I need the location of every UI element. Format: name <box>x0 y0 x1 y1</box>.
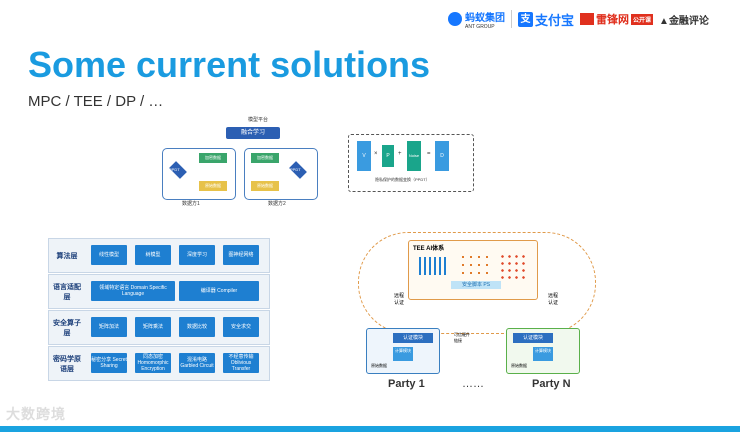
leifeng-text: 雷锋网 <box>596 14 630 26</box>
leifeng-tag: 公开课 <box>631 13 654 25</box>
footer-bar <box>0 426 740 432</box>
auth-module-1: 认证模块 <box>393 333 433 343</box>
federated-learning-diagram: 模型平台 融合学习 PPDT 加密数据 原始数据 加密数据 原始数据 PPDT … <box>160 116 580 210</box>
tee-data-icon <box>419 257 449 275</box>
layer-crypto-primitive: 密码学原语层 秘密分享 Secret Sharing 同态加密 Homomorp… <box>48 346 270 381</box>
party1-label: 数据方1 <box>182 201 200 207</box>
layer-language: 语言适配层 领域特定语言 Domain Specific Language 编译… <box>48 274 270 309</box>
compute-module-1: 计算模块 <box>393 347 413 361</box>
party1-box: 认证模块 计算模块 原始数据 <box>366 328 440 374</box>
layer-label: 语言适配层 <box>53 283 81 301</box>
layer-chip: 同态加密 Homomorphic Encryption <box>135 353 171 373</box>
ppdt-label-2: PPDT <box>290 167 301 172</box>
layer-label: 安全算子层 <box>53 319 81 337</box>
matrix-noise: Noise <box>407 141 421 171</box>
ant-icon <box>448 12 462 26</box>
enc-data-2: 加密数据 <box>251 153 279 163</box>
ppdt-caption: 隐私保护的数据变换（PPDT） <box>375 177 430 182</box>
layer-chip: 图神经网络 <box>223 245 259 265</box>
party2-box: 加密数据 原始数据 PPDT <box>244 148 318 200</box>
op-times: × <box>374 151 378 157</box>
tree-model-icon <box>459 253 489 275</box>
layer-chip: 树模型 <box>135 245 171 265</box>
tee-cloud <box>358 232 596 334</box>
alipay-logo: 支 支付宝 <box>518 10 574 29</box>
ppdt-label-1: PPDT <box>169 167 180 172</box>
layer-chip: 领域特定语言 Domain Specific Language <box>91 281 175 301</box>
crypto-layer-stack: 算法层 线性模型 树模型 深度学习 图神经网络 语言适配层 领域特定语言 Dom… <box>48 238 270 381</box>
ant-group-text: 蚂蚁集团 <box>465 12 505 24</box>
matrix-p: P <box>382 145 394 167</box>
enc-data-1: 加密数据 <box>199 153 227 163</box>
tee-diagram: TEE AI体系 安全脚本 PS 远程认证 远程认证 认证模块 计算模块 原始数… <box>358 232 596 392</box>
raw-data-2: 原始数据 <box>251 181 279 191</box>
layer-chip: 矩阵加法 <box>91 317 127 337</box>
leifeng-logo: 雷锋网 公开课 <box>580 11 654 27</box>
layer-algorithm: 算法层 线性模型 树模型 深度学习 图神经网络 <box>48 238 270 273</box>
compute-module-n: 计算模块 <box>533 347 553 361</box>
layer-label: 算法层 <box>56 252 78 260</box>
layer-chip: 矩阵乘法 <box>135 317 171 337</box>
trusted-hw-label: 可信硬件 链接 <box>454 332 470 343</box>
ant-group-en: ANT GROUP <box>465 23 495 30</box>
party-ellipsis: …… <box>462 378 484 390</box>
party2-label: 数据方2 <box>268 201 286 207</box>
party1-box: PPDT 加密数据 原始数据 <box>162 148 236 200</box>
matrix-v: V <box>357 141 371 171</box>
tee-ai-box: TEE AI体系 安全脚本 PS <box>408 240 538 300</box>
leifeng-icon <box>580 13 595 25</box>
secure-script-box: 安全脚本 PS <box>451 281 501 289</box>
raw-data-1: 原始数据 <box>199 181 227 191</box>
remote-auth-right: 远程认证 <box>548 293 559 306</box>
logo-divider <box>511 10 512 28</box>
jrpl-logo: ▲金融评论 <box>659 15 709 27</box>
matrix-d: D <box>435 141 449 171</box>
layer-chip: 线性模型 <box>91 245 127 265</box>
raw-data-n: 原始数据 <box>511 363 527 368</box>
raw-data-1: 原始数据 <box>371 363 387 368</box>
jrpl-text: 金融评论 <box>668 15 709 27</box>
party1-label: Party 1 <box>388 378 425 390</box>
layer-chip: 不经意传输 Oblivious Transfer <box>223 353 259 373</box>
layer-label: 密码学原语层 <box>53 355 81 373</box>
fed-learning-box: 融合学习 <box>226 127 280 139</box>
layer-chip: 深度学习 <box>179 245 215 265</box>
neural-net-icon <box>499 253 529 281</box>
watermark: 大数跨境 <box>6 406 66 422</box>
layer-chip: 安全求交 <box>223 317 259 337</box>
partyN-label: Party N <box>532 378 571 390</box>
ppdt-transform-box: V × P + Noise = D 隐私保护的数据变换（PPDT） <box>348 134 474 192</box>
layer-chip: 编译器 Compiler <box>179 281 259 301</box>
op-eq: = <box>427 151 431 157</box>
layer-chip: 混淆电路 Garbled Circuit <box>179 353 215 373</box>
layer-chip: 数据比较 <box>179 317 215 337</box>
slide-subtitle: MPC / TEE / DP / … <box>28 93 164 110</box>
alipay-icon: 支 <box>518 11 533 27</box>
partyN-box: 认证模块 计算模块 原始数据 <box>506 328 580 374</box>
tee-title: TEE AI体系 <box>413 246 445 252</box>
auth-module-n: 认证模块 <box>513 333 553 343</box>
slide-title: Some current solutions <box>28 44 431 85</box>
layer-chip: 秘密分享 Secret Sharing <box>91 353 127 373</box>
alipay-text: 支付宝 <box>535 12 575 28</box>
layer-secure-op: 安全算子层 矩阵加法 矩阵乘法 数据比较 安全求交 <box>48 310 270 345</box>
platform-label: 模型平台 <box>248 117 269 123</box>
op-plus: + <box>398 151 402 157</box>
remote-auth-left: 远程认证 <box>394 293 405 306</box>
